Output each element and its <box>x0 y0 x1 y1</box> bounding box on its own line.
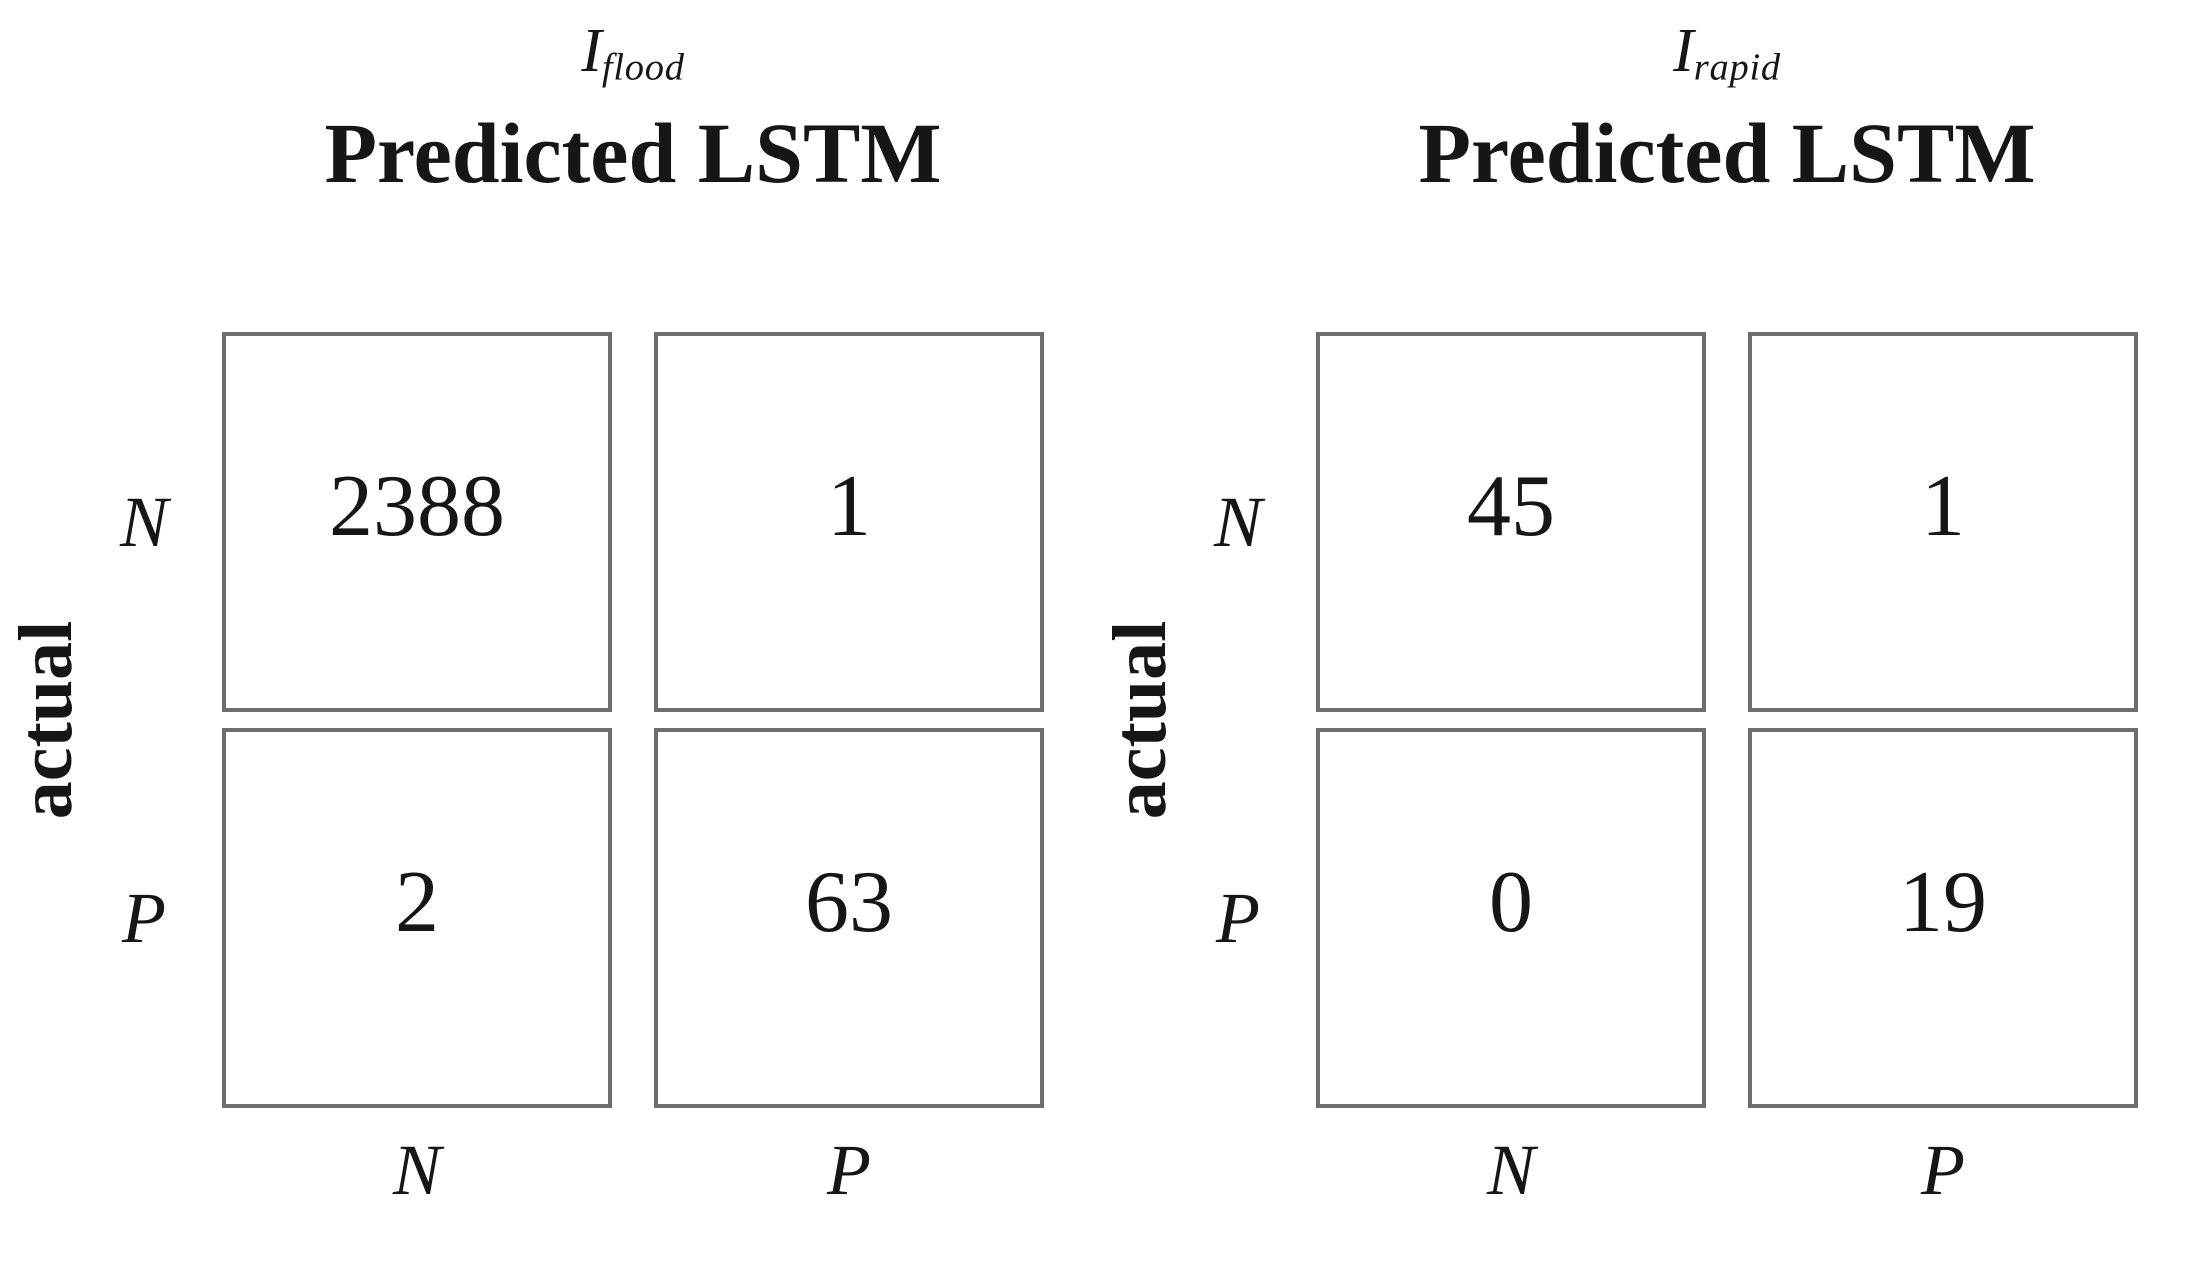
title-subscript: rapid <box>1693 46 1781 89</box>
predicted-lstm-label: Predicted LSTM <box>324 104 942 201</box>
row-label-n: N <box>1213 481 1263 562</box>
cell-true-positive: 19 <box>1748 728 2138 1109</box>
panel-flood: Iflood Predicted LSTM actual N P 2388 1 … <box>0 0 1094 1264</box>
row-label-p: P <box>122 877 166 958</box>
cell-true-negative: 45 <box>1316 332 1706 713</box>
confusion-matrix-rapid: actual N P 45 1 0 19 N P <box>1094 332 2188 1264</box>
panel-rapid: Irapid Predicted LSTM actual N P 45 1 0 … <box>1094 0 2188 1284</box>
panel-rapid-title: Irapid <box>1316 0 2138 90</box>
row-labels: N P <box>1186 332 1316 1108</box>
col-label-p: P <box>1921 1130 1965 1211</box>
matrix-cells: 45 1 0 19 <box>1316 332 2138 1109</box>
col-labels: N P <box>1316 1108 2138 1264</box>
actual-axis-label: actual <box>4 621 88 820</box>
cell-true-positive: 63 <box>654 728 1044 1109</box>
col-label-n: N <box>392 1130 442 1211</box>
title-base: I <box>581 17 602 85</box>
col-label-n: N <box>1486 1130 1536 1211</box>
row-label-n: N <box>119 481 169 562</box>
cell-false-negative: 0 <box>1316 728 1706 1109</box>
actual-axis-wrap: actual <box>1094 332 1186 1108</box>
matrix-cells: 2388 1 2 63 <box>222 332 1044 1109</box>
title-base: I <box>1673 17 1694 85</box>
row-label-p: P <box>1216 877 1260 958</box>
confusion-matrix-flood: actual N P 2388 1 2 63 N P <box>0 332 1094 1264</box>
title-subscript: flood <box>601 46 685 89</box>
cell-true-negative: 2388 <box>222 332 612 713</box>
actual-axis-label: actual <box>1098 621 1182 820</box>
cell-false-positive: 1 <box>654 332 1044 713</box>
col-labels: N P <box>222 1108 1044 1264</box>
row-labels: N P <box>92 332 222 1108</box>
panel-rapid-titles: Irapid Predicted LSTM <box>1316 0 2138 200</box>
predicted-lstm-label: Predicted LSTM <box>1418 104 2036 201</box>
cell-false-positive: 1 <box>1748 332 2138 713</box>
cell-false-negative: 2 <box>222 728 612 1109</box>
panel-flood-titles: Iflood Predicted LSTM <box>222 0 1044 200</box>
panel-flood-title: Iflood <box>222 0 1044 90</box>
col-label-p: P <box>827 1130 871 1211</box>
actual-axis-wrap: actual <box>0 332 92 1108</box>
